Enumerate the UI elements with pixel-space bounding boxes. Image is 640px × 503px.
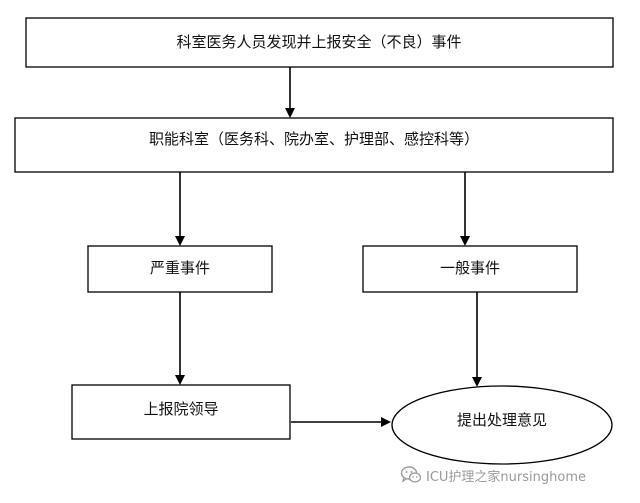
node-serious-event: 严重事件 xyxy=(87,245,273,293)
node-functional-dept: 职能科室（医务科、院办室、护理部、感控科等） xyxy=(14,117,614,173)
node-general-event-label: 一般事件 xyxy=(440,259,500,277)
node-handling-opinion: 提出处理意见 xyxy=(391,385,613,465)
node-general-event: 一般事件 xyxy=(362,245,578,293)
watermark-text: ICU护理之家nursinghome xyxy=(426,469,586,485)
node-report-label: 科室医务人员发现并上报安全（不良）事件 xyxy=(176,33,461,51)
node-report: 科室医务人员发现并上报安全（不良）事件 xyxy=(25,17,614,68)
edges xyxy=(175,67,482,427)
node-report-leader-label: 上报院领导 xyxy=(143,400,218,418)
wechat-icon xyxy=(400,465,422,485)
node-report-leader: 上报院领导 xyxy=(71,384,291,440)
node-serious-event-label: 严重事件 xyxy=(150,259,210,277)
node-handling-opinion-label: 提出处理意见 xyxy=(457,411,547,429)
watermark: ICU护理之家nursinghome xyxy=(400,463,586,487)
node-functional-dept-label: 职能科室（医务科、院办室、护理部、感控科等） xyxy=(149,130,479,148)
